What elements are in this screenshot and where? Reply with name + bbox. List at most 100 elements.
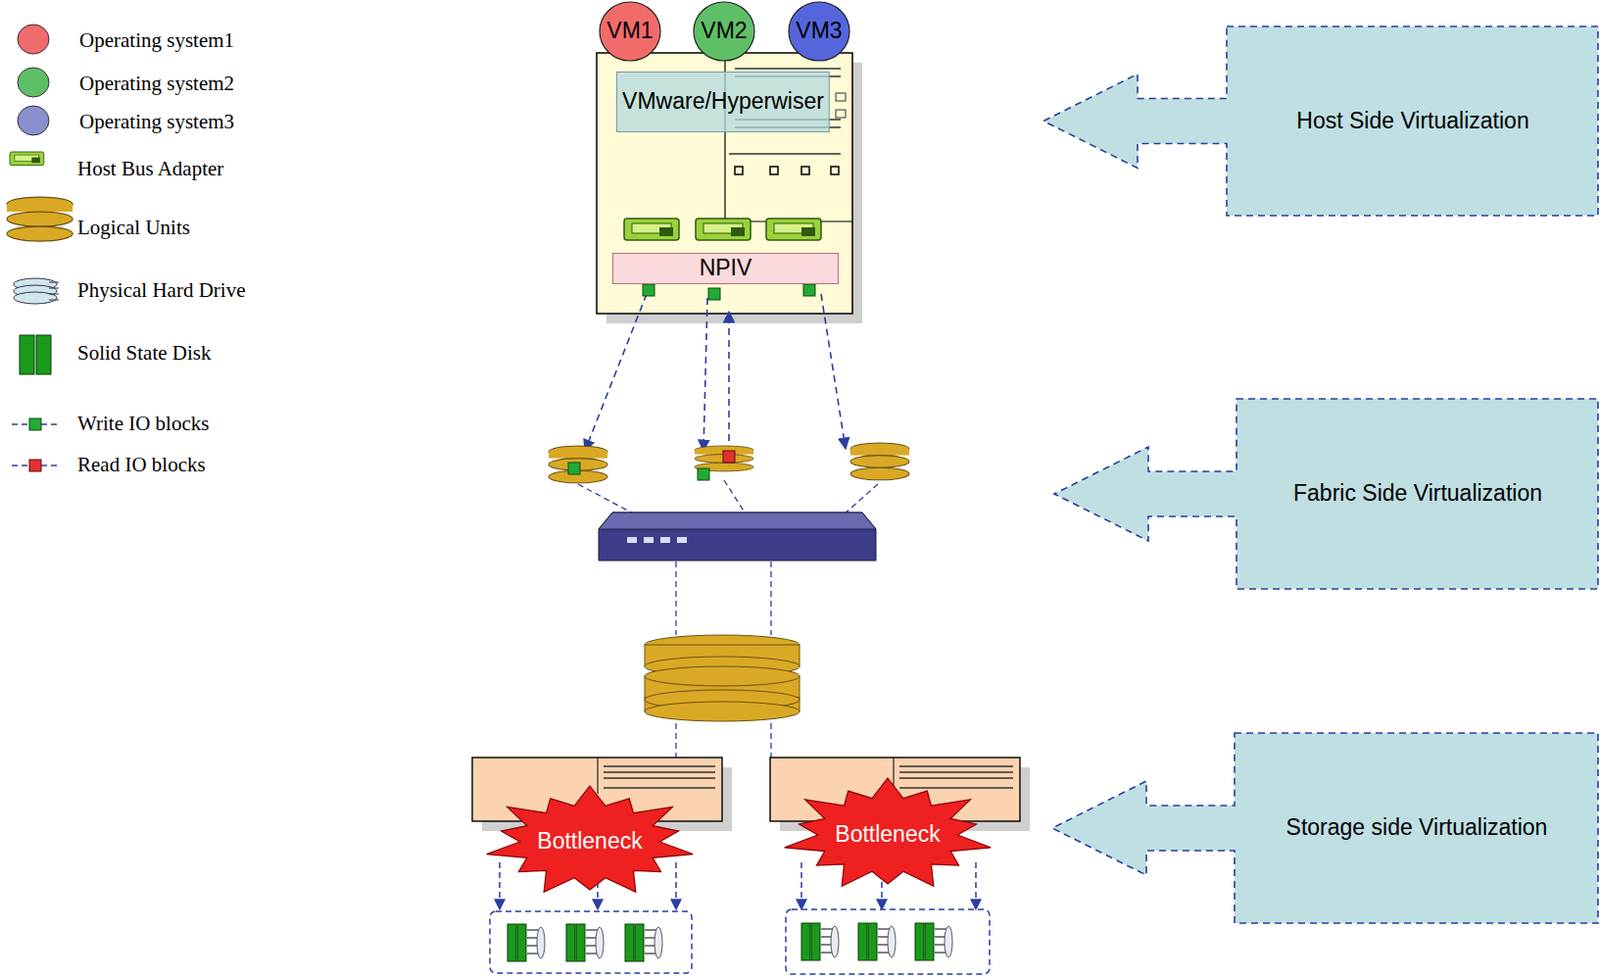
legend-label: Operating system2: [79, 73, 235, 95]
layer-callout: Host Side Virtualization: [1042, 25, 1600, 217]
io-paths: [584, 293, 846, 453]
host-server: [596, 52, 863, 324]
logical-units: [548, 442, 910, 484]
legend-label: Operating system1: [79, 30, 235, 51]
legend-swatch-holder: [15, 65, 51, 99]
legend-label: Write IO blocks: [77, 413, 209, 435]
host-server-part: [801, 166, 810, 175]
node-label: VM3: [795, 18, 842, 44]
callout-arrow-shape: [1043, 26, 1599, 216]
illustration-part: [803, 284, 816, 296]
host-server-part: [835, 93, 846, 101]
host-server-part: [835, 109, 846, 118]
vm-circle: VM2: [692, 0, 756, 62]
illustration-part-part: [675, 862, 678, 910]
node-label: Bottleneck: [834, 822, 940, 847]
ssd-group-part: [785, 909, 990, 974]
logical-units-part: [644, 666, 800, 686]
illustration-part-part: [974, 862, 977, 910]
legend-label: Solid State Disk: [77, 342, 212, 364]
bottleneck-burst: Bottleneck: [779, 775, 996, 894]
io-paths-part: [727, 311, 730, 453]
ssd-group-part: [489, 911, 692, 973]
legend-icons-part: [29, 459, 42, 472]
legend-icons-part: [13, 278, 59, 304]
storage-array-part: [603, 766, 716, 788]
illustration-part-part: [842, 484, 878, 516]
host-server-part: [596, 52, 853, 314]
fabric-switch: [598, 512, 876, 561]
ssd-group-part: [566, 923, 604, 962]
logical-units-part: [850, 442, 910, 481]
illustration-part: [568, 462, 581, 475]
logical-units-part: [548, 445, 608, 484]
logical-units: [644, 634, 800, 722]
legend-label: Logical Units: [77, 217, 191, 239]
illustration-part: [697, 468, 710, 481]
legend-swatch-holder: [15, 22, 51, 56]
storage-array-part: [597, 757, 599, 794]
illustration-part-part: [770, 723, 772, 758]
illustration-part-part: [498, 862, 501, 910]
vm-circle-shape: [693, 1, 755, 61]
logical-units-part: [644, 701, 800, 722]
illustration-part-part: [675, 561, 677, 635]
legend-icons-part: [9, 151, 45, 166]
legend-icons-part-part: [48, 282, 59, 300]
node-label: NPIV: [699, 255, 753, 281]
illustration-part-part: [578, 484, 637, 516]
illustration-part: [708, 288, 721, 300]
legend-icons-part-part: [6, 196, 73, 242]
illustration-part-part: [675, 723, 677, 758]
fabric-switch-part: [598, 512, 876, 530]
ssd-group-part: [801, 922, 839, 961]
fabric-switch-part: [677, 536, 687, 543]
box-shape: [617, 72, 830, 133]
layer-callout: Fabric Side Virtualization: [1053, 397, 1600, 590]
fabric-switch-part: [598, 512, 876, 561]
burst-shape: [486, 785, 694, 892]
illustration-part: [578, 480, 878, 516]
legend-swatch: [17, 67, 49, 97]
host-server-part: [770, 166, 778, 175]
legend-icons-part-part: [19, 335, 35, 375]
illustration-part-part: [800, 862, 803, 910]
legend-label: Physical Hard Drive: [77, 280, 245, 301]
io-paths-part: [821, 293, 846, 449]
vm-circle: VM1: [598, 0, 662, 62]
ssd-group-part: [915, 922, 953, 961]
node-label: Bottleneck: [536, 828, 642, 854]
callout-arrow-shape: [1054, 398, 1599, 589]
vm-circle-shape: [788, 1, 850, 61]
legend-icons: [6, 151, 73, 472]
illustration-part-part: [724, 480, 747, 516]
host-server-part: [830, 166, 839, 175]
legend-label: Host Bus Adapter: [77, 158, 224, 180]
ssd-group-part: [507, 923, 545, 962]
node-label: Storage side Virtualization: [1286, 815, 1549, 840]
illustration-part: [723, 450, 735, 463]
node-label: VM2: [700, 18, 747, 44]
legend-swatch-holder: [15, 103, 51, 138]
node-label: VMware/Hyperwiser: [622, 89, 825, 114]
hypervisor-box: VMware/Hyperwiser: [616, 71, 830, 133]
host-server-part: [624, 218, 679, 241]
storage-array-part: [899, 766, 1014, 788]
node-label: Host Side Virtualization: [1296, 108, 1529, 134]
logical-units-part: [694, 445, 754, 472]
ssd-group-part: [625, 923, 663, 962]
layer-callout: Storage side Virtualization: [1051, 731, 1600, 924]
ssd-group: [489, 909, 990, 974]
illustration-part-part: [770, 561, 772, 635]
node-label: Fabric Side Virtualization: [1293, 481, 1543, 506]
legend-label: Read IO blocks: [77, 454, 206, 476]
legend-swatch: [17, 105, 49, 136]
node-label: VM1: [606, 18, 653, 44]
host-server-part: [695, 218, 751, 241]
illustration-part: [642, 284, 655, 296]
io-paths-part: [584, 293, 647, 451]
fabric-switch-part: [627, 536, 637, 543]
io-paths-part: [703, 297, 708, 451]
box-shape: [613, 253, 839, 285]
